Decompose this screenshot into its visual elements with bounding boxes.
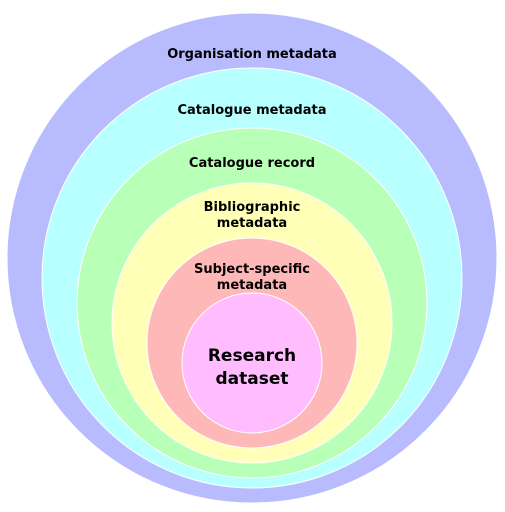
circle-research-dataset [181, 292, 323, 434]
label-catalogue-metadata: Catalogue metadata [177, 103, 326, 118]
label-catalogue-record: Catalogue record [189, 156, 315, 171]
label-subject-specific-line-1: Subject-specific [194, 262, 310, 277]
label-bibliographic-line-1: Bibliographic [204, 200, 301, 215]
label-research-dataset-line-2: dataset [215, 369, 288, 389]
label-bibliographic-line-2: metadata [217, 216, 287, 231]
label-organisation-metadata: Organisation metadata [167, 47, 337, 62]
label-subject-specific-line-2: metadata [217, 278, 287, 293]
label-research-dataset-line-1: Research [208, 346, 296, 366]
